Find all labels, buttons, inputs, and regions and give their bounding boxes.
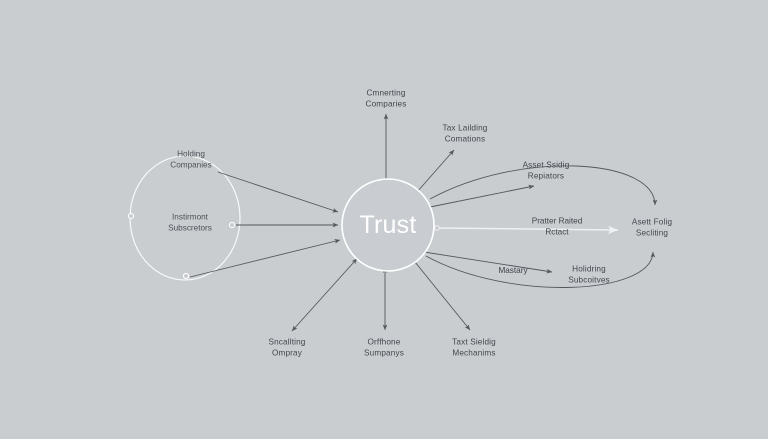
cluster-port-right-dot bbox=[228, 221, 236, 229]
node-asset-ssidig-repiators[interactable]: Asset Ssidig Repiators bbox=[522, 160, 570, 181]
edge-label-mastary: Mastary bbox=[498, 265, 528, 275]
edge-hub-to-asett-folig bbox=[435, 225, 619, 235]
edge-cluster-bottom-to-hub bbox=[189, 239, 341, 278]
node-orffhone-sumpanys[interactable]: Orffhone Sumpanys bbox=[364, 337, 404, 358]
node-sncallting-ompray[interactable]: Sncallting Ompray bbox=[268, 337, 306, 358]
cluster-port-left-dot bbox=[127, 212, 135, 220]
hub-circle[interactable] bbox=[341, 178, 435, 272]
node-tax-lailding-comations[interactable]: Tax Lailding Comations bbox=[442, 123, 488, 144]
node-taxt-sieldig-mechanims[interactable]: Taxt Sieldig Mechanims bbox=[452, 337, 496, 358]
cluster-label-investment-structures: Instirmont Subscretors bbox=[168, 212, 212, 233]
hub-label: Trust bbox=[359, 211, 417, 239]
edge-hub-to-taxt-sieldig bbox=[412, 258, 471, 331]
edge-hub-to-holidring bbox=[423, 251, 553, 274]
node-asett-folig-secliting[interactable]: Asett Folig Secliting bbox=[631, 217, 673, 238]
edge-hub-to-asset-ssidig bbox=[425, 184, 535, 210]
hub-right-port-dot bbox=[434, 225, 440, 231]
edge-hub-curve-top-right bbox=[429, 165, 658, 206]
cluster-label-holding-companies: Holding Companies bbox=[170, 149, 212, 170]
edge-label-pratter-raited-rctact: Pratter Raited Rctact bbox=[531, 216, 583, 237]
edge-hub-to-sncallting bbox=[291, 258, 358, 332]
edge-cluster-top-to-hub bbox=[217, 171, 339, 213]
node-cmnerting-comparies[interactable]: Cmnerting Comparies bbox=[365, 88, 407, 109]
edge-hub-to-tax-lailding bbox=[413, 149, 455, 196]
cluster-port-bottom-dot bbox=[182, 272, 190, 280]
node-holidring-subcoitves[interactable]: Holidring Subcoitves bbox=[568, 264, 610, 285]
